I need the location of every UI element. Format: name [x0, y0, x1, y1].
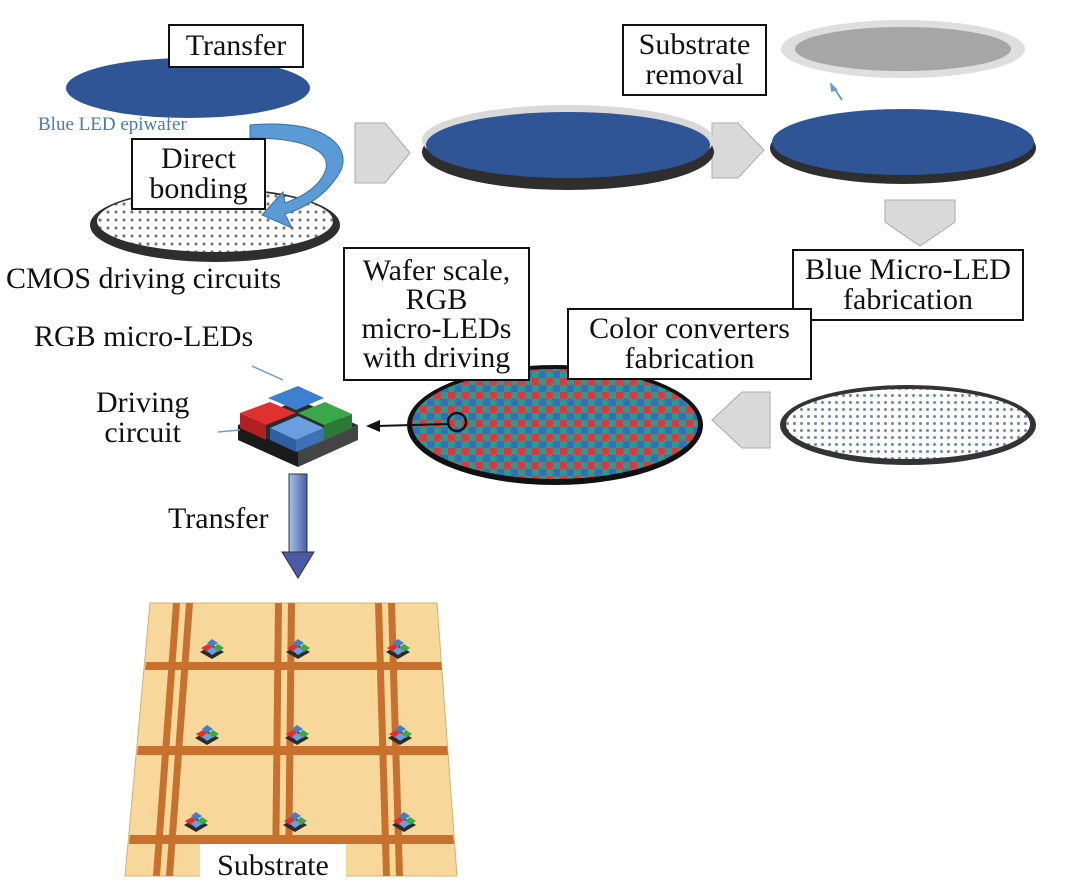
wafer-scale-box: Wafer scale, RGB micro-LEDs with driving	[343, 247, 530, 381]
micro-led-wafer	[780, 385, 1036, 465]
direct-bonding-arrow	[249, 123, 344, 230]
process-arrow-4	[711, 391, 771, 449]
blue-led-epiwafer-label: Blue LED epiwafer	[38, 114, 187, 135]
substrate-chip	[184, 812, 208, 832]
substrate-chip	[388, 725, 412, 745]
substrate-chip	[286, 639, 310, 659]
transfer-top-label: Transfer	[185, 29, 287, 62]
color-converters-label: Color converters fabrication	[589, 312, 790, 375]
substrate-chip	[200, 639, 224, 659]
blue-micro-led-label: Blue Micro-LED fabrication	[805, 253, 1011, 316]
substrate-chip	[283, 812, 307, 832]
process-arrow-2	[711, 122, 765, 179]
substrate-chip	[386, 639, 410, 659]
substrate-chip	[392, 812, 416, 832]
color-converters-box: Color converters fabrication	[567, 308, 812, 380]
driving-circuit-label: Driving circuit	[96, 386, 190, 449]
wafer-scale-label: Wafer scale, RGB micro-LEDs with driving	[361, 254, 512, 374]
rgb-wafer	[366, 365, 703, 485]
blue-led-epiwafer	[66, 58, 310, 118]
driving-circuit-pointer	[217, 429, 241, 433]
rgb-micro-led-pixel	[238, 386, 358, 467]
direct-bonding-label: Direct bonding	[149, 142, 248, 205]
substrate-chips	[184, 639, 416, 832]
substrate-chip	[285, 725, 309, 745]
removed-substrate	[781, 20, 1025, 78]
bonded-wafer	[422, 105, 714, 190]
transfer-bottom-label: Transfer	[168, 502, 269, 535]
substrate-chip	[195, 725, 219, 745]
process-arrow-3	[884, 199, 956, 247]
substrate-removal-pointer	[830, 82, 843, 101]
substrate-removal-label: Substrate removal	[638, 28, 751, 91]
transfer-top-box: Transfer	[168, 24, 304, 68]
direct-bonding-box: Direct bonding	[131, 138, 266, 210]
substrate-label: Substrate	[200, 844, 346, 888]
cmos-driving-circuits-label: CMOS driving circuits	[6, 262, 281, 295]
thinned-wafer	[770, 109, 1036, 184]
rgb-micro-leds-label: RGB micro-LEDs	[34, 320, 254, 353]
blue-micro-led-box: Blue Micro-LED fabrication	[792, 249, 1024, 321]
substrate-removal-box: Substrate removal	[622, 24, 767, 96]
process-arrow-1	[354, 122, 411, 184]
transfer-arrow-down	[281, 473, 315, 579]
rgb-micro-leds-pointer	[251, 365, 284, 381]
